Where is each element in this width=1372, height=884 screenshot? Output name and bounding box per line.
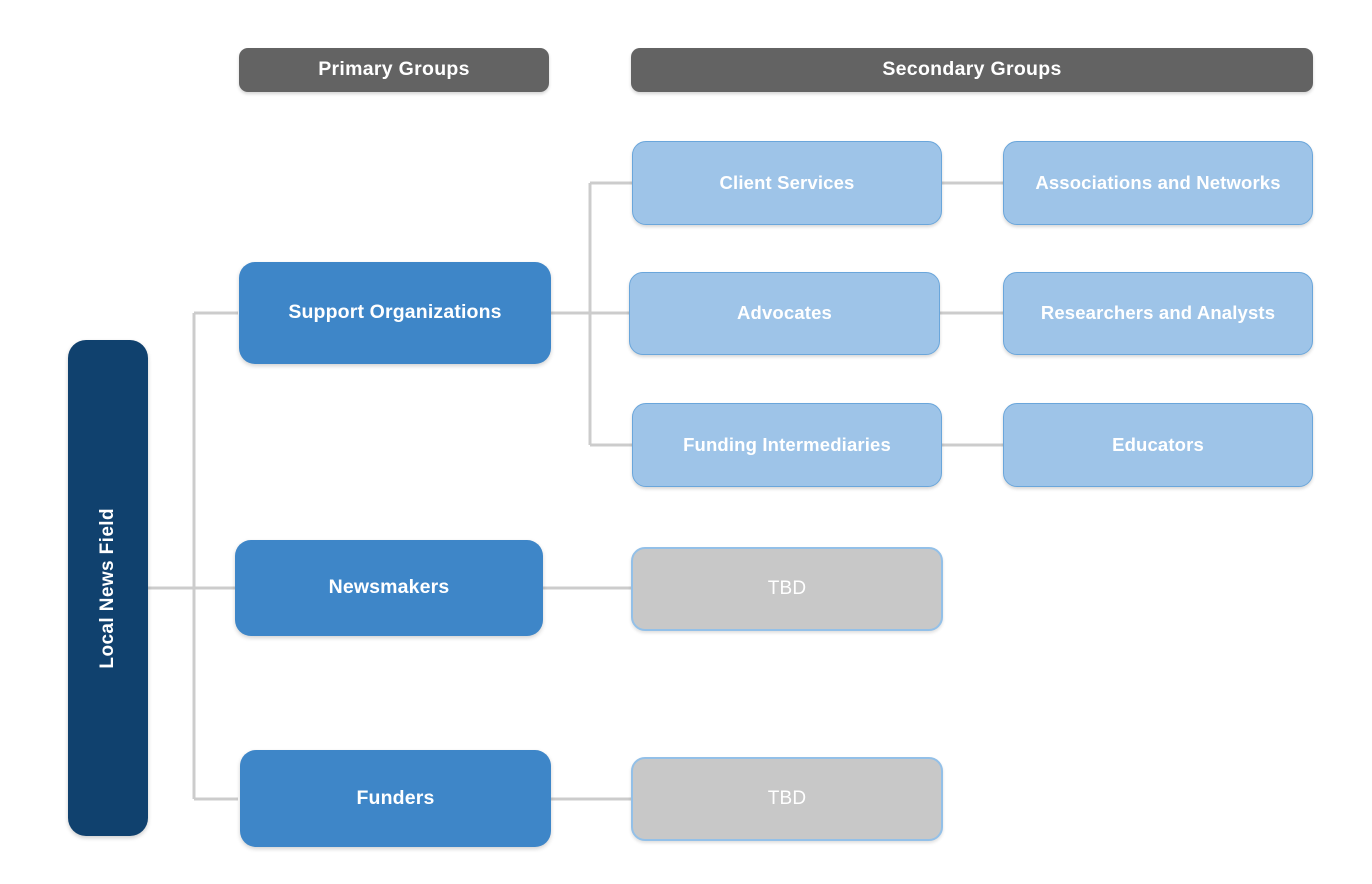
node-newsmakers-tbd-label: TBD <box>767 578 807 600</box>
node-associations-and-networks[interactable]: Associations and Networks <box>1003 141 1313 225</box>
primary-groups-header-label: Primary Groups <box>318 58 470 81</box>
node-educators-label: Educators <box>1112 433 1204 455</box>
node-educators[interactable]: Educators <box>1003 403 1313 487</box>
node-funders[interactable]: Funders <box>240 750 551 847</box>
node-client-services[interactable]: Client Services <box>632 141 942 225</box>
node-newsmakers-tbd[interactable]: TBD <box>631 547 943 631</box>
secondary-groups-header: Secondary Groups <box>631 48 1313 92</box>
node-funders-tbd-label: TBD <box>767 788 807 810</box>
node-funders-label: Funders <box>356 786 435 809</box>
secondary-groups-header-label: Secondary Groups <box>882 58 1062 81</box>
node-local-news-field[interactable]: Local News Field <box>68 340 148 836</box>
node-associations-and-networks-label: Associations and Networks <box>1035 171 1281 193</box>
node-advocates[interactable]: Advocates <box>629 272 940 355</box>
node-funding-intermediaries-label: Funding Intermediaries <box>683 433 891 455</box>
node-newsmakers[interactable]: Newsmakers <box>235 540 543 636</box>
node-researchers-and-analysts-label: Researchers and Analysts <box>1040 302 1276 324</box>
node-support-organizations[interactable]: Support Organizations <box>239 262 551 364</box>
primary-groups-header: Primary Groups <box>239 48 549 92</box>
node-local-news-field-label: Local News Field <box>97 507 119 669</box>
node-funding-intermediaries[interactable]: Funding Intermediaries <box>632 403 942 487</box>
node-newsmakers-label: Newsmakers <box>328 576 450 599</box>
node-support-organizations-label: Support Organizations <box>288 301 502 324</box>
node-funders-tbd[interactable]: TBD <box>631 757 943 841</box>
node-advocates-label: Advocates <box>737 302 832 324</box>
node-researchers-and-analysts[interactable]: Researchers and Analysts <box>1003 272 1313 355</box>
node-client-services-label: Client Services <box>719 171 855 193</box>
